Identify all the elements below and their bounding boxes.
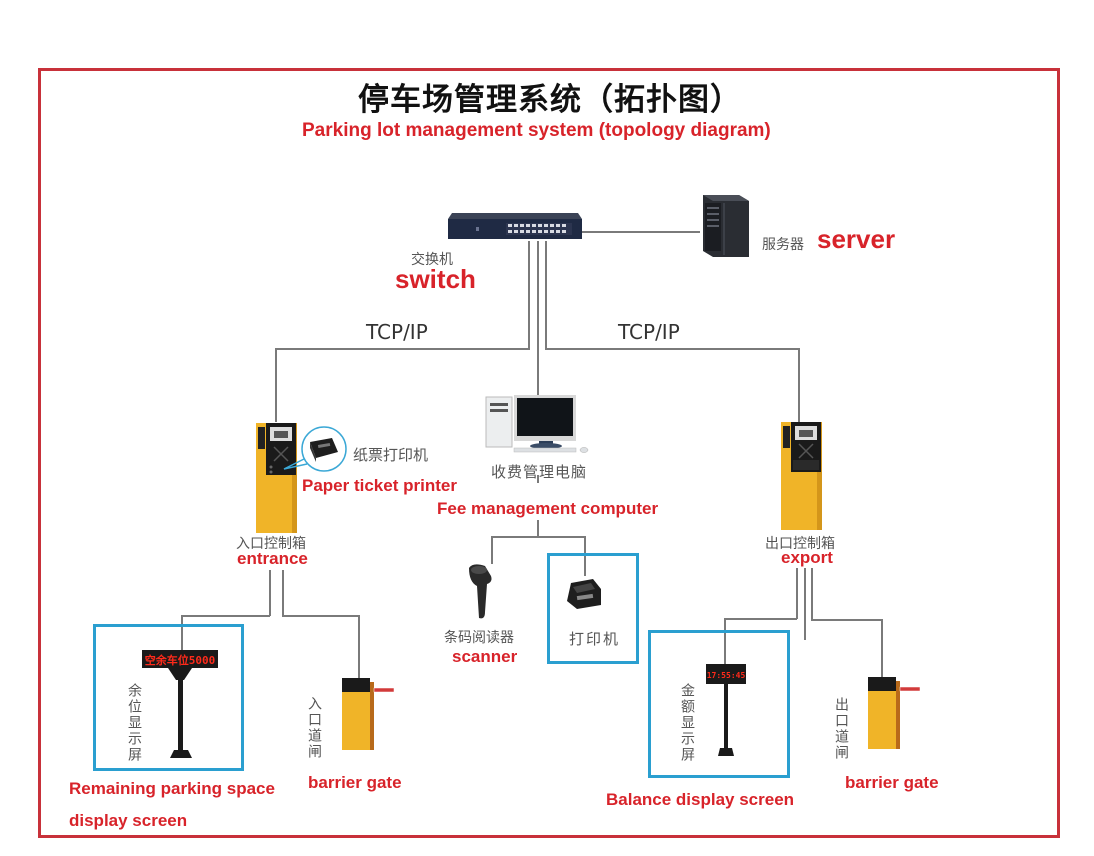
balance-display-highlight-box [648, 630, 790, 778]
link-exit-gate-drop [811, 568, 813, 620]
link-to-entrance-box [275, 348, 277, 422]
link-to-printer [584, 536, 586, 576]
balance-display-sign-icon [706, 664, 746, 756]
tcpip-label-left: TCP/IP [366, 320, 428, 344]
link-exit-gate-v [881, 619, 883, 677]
remaining-display-label-en-line2: display screen [69, 811, 188, 830]
switch-label-en: switch [395, 264, 476, 294]
ticket-printer-label-en: Paper ticket printer [302, 476, 457, 495]
link-exit-mid [804, 568, 806, 640]
ticket-printer-label-cn: 纸票打印机 [353, 446, 429, 464]
server-label-en: server [817, 224, 896, 254]
scanner-label-en: scanner [452, 647, 518, 666]
printer-label-cn: 打印机 [569, 630, 621, 648]
link-entrance-gate-v [358, 615, 360, 678]
server-tower-icon [703, 195, 749, 257]
link-switch-server [582, 231, 700, 233]
entrance-gate-label-en: barrier gate [308, 773, 402, 792]
ticket-printer-callout-icon [283, 426, 347, 472]
tcpip-label-right: TCP/IP [618, 320, 680, 344]
parking-space-display-sign-icon [142, 650, 218, 758]
receipt-printer-icon [567, 579, 601, 609]
link-computer-label-gap [537, 475, 539, 483]
entrance-box-label-en: entrance [237, 549, 308, 568]
exit-box-label-cn: 出口控制箱 [765, 536, 835, 552]
scanner-label-cn: 条码阅读器 [444, 630, 514, 646]
balance-display-label-cn: 金额显示屏 [679, 683, 695, 763]
remaining-display-label-cn: 余位显示屏 [126, 683, 142, 763]
link-exit-gate-h [811, 619, 882, 621]
title-chinese: 停车场管理系统（拓扑图） [358, 82, 742, 118]
link-switch-left-drop [528, 241, 530, 349]
entrance-box-label-cn: 入口控制箱 [236, 536, 306, 552]
exit-gate-label-en: barrier gate [845, 773, 939, 792]
link-peripherals-h [491, 536, 585, 538]
link-entrance-gate-h [282, 615, 359, 617]
exit-barrier-gate-icon [868, 677, 921, 749]
title-english: Parking lot management system (topology … [302, 120, 771, 141]
desktop-computer-icon [485, 395, 589, 453]
entrance-barrier-gate-icon [342, 678, 395, 750]
link-exit-display-drop [796, 568, 798, 619]
entrance-gate-label-cn: 入口道闸 [306, 696, 322, 760]
link-entrance-gate-drop [282, 570, 284, 616]
remaining-display-highlight-box [93, 624, 244, 771]
barcode-scanner-icon [469, 564, 492, 619]
remaining-display-label-en-line1: Remaining parking space [69, 779, 275, 798]
exit-control-box-icon [781, 422, 822, 530]
link-entrance-display-drop [269, 570, 271, 616]
link-to-exit-box [798, 348, 800, 422]
fee-computer-label-en: Fee management computer [437, 499, 659, 518]
link-switch-computer [537, 241, 539, 397]
remaining-display-screen-text: 空余车位5000 [144, 654, 216, 667]
exit-gate-label-cn: 出口道闸 [833, 697, 849, 761]
link-left-horizontal [275, 348, 530, 350]
link-switch-right-drop [545, 241, 547, 349]
link-right-horizontal [545, 348, 799, 350]
switch-label-cn: 交换机 [411, 252, 453, 268]
fee-computer-label-cn: 收费管理电脑 [491, 463, 588, 481]
link-entrance-display-v [181, 615, 183, 653]
exit-box-label-en: export [781, 548, 833, 567]
link-entrance-display-h [181, 615, 270, 617]
balance-display-label-en: Balance display screen [606, 790, 795, 809]
entrance-control-box-icon [256, 423, 297, 533]
server-label-cn: 服务器 [762, 237, 804, 253]
link-exit-display-v [724, 618, 726, 664]
printer-highlight-box [547, 553, 639, 664]
link-to-scanner [491, 536, 493, 564]
balance-display-screen-text: 17:55:45 [706, 671, 746, 680]
link-computer-peripherals [537, 520, 539, 537]
diagram-frame [38, 68, 1060, 838]
link-exit-display-h [724, 618, 797, 620]
network-switch-icon [448, 213, 582, 239]
